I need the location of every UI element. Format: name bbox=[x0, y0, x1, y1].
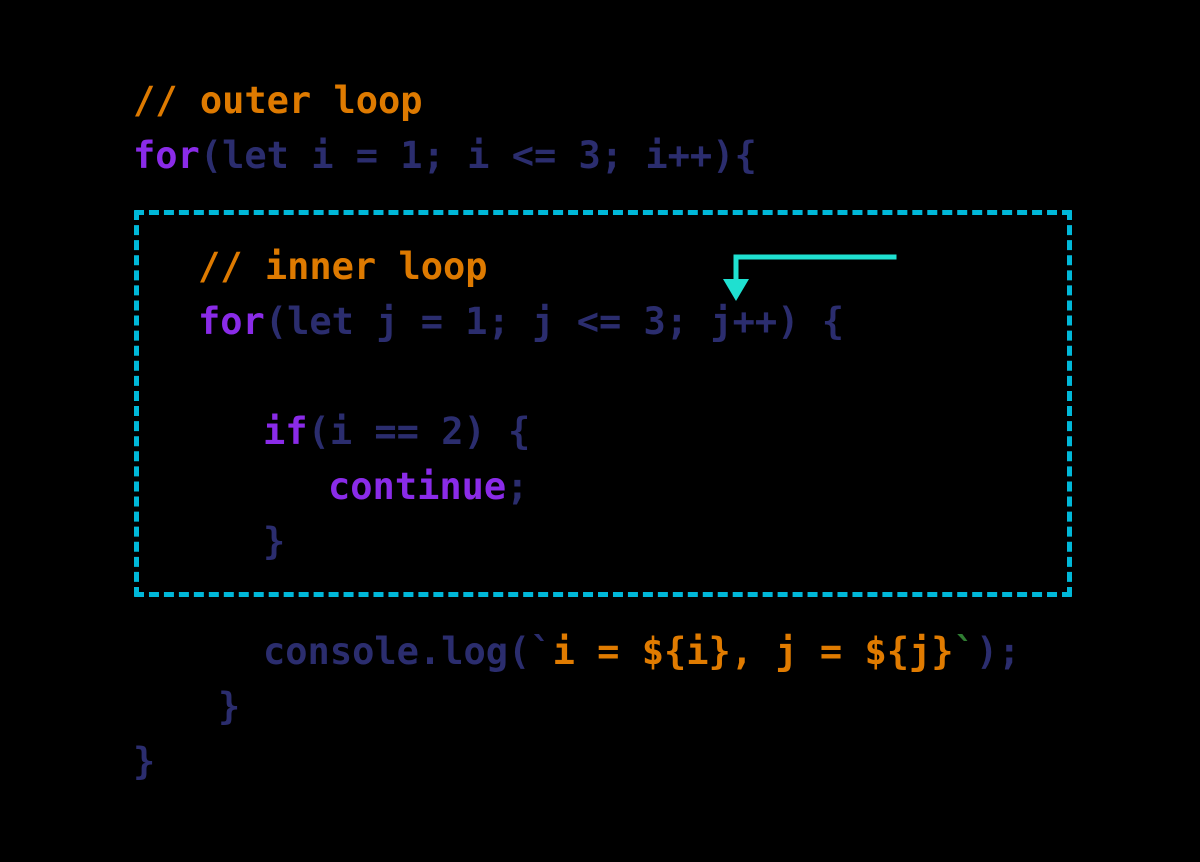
arrowhead-icon bbox=[723, 279, 749, 301]
token-close-brace: } bbox=[218, 685, 241, 728]
token-keyword-if: if bbox=[263, 410, 308, 453]
token-if-condition: (i == 2) { bbox=[307, 410, 531, 453]
token-comment: // outer loop bbox=[133, 79, 423, 122]
code-line-if: if(i == 2) { bbox=[263, 413, 530, 450]
token-console-log-tail: ); bbox=[975, 630, 1021, 673]
token-closing-backtick: ` bbox=[953, 630, 976, 673]
token-close-brace: } bbox=[133, 740, 156, 783]
token-inner-for-header: (let j = 1; j <= 3; j++) { bbox=[264, 300, 845, 343]
token-template-literal: i = ${i}, j = ${j} bbox=[552, 630, 954, 673]
code-line-if-close-brace: } bbox=[263, 523, 285, 560]
token-keyword-continue: continue bbox=[328, 465, 507, 508]
token-keyword-for: for bbox=[133, 134, 200, 177]
token-outer-for-header: (let i = 1; i <= 3; i++){ bbox=[199, 134, 757, 177]
token-semicolon: ; bbox=[506, 465, 529, 508]
token-comment: // inner loop bbox=[198, 245, 488, 288]
code-line-outer-comment: // outer loop bbox=[133, 82, 423, 119]
token-console-log-head: console.log(` bbox=[263, 630, 553, 673]
code-line-inner-for: for(let j = 1; j <= 3; j++) { bbox=[198, 303, 844, 340]
token-close-brace: } bbox=[263, 520, 286, 563]
code-line-console-log: console.log(`i = ${i}, j = ${j}`); bbox=[263, 633, 1020, 670]
token-keyword-for: for bbox=[198, 300, 265, 343]
code-line-continue: continue; bbox=[328, 468, 529, 505]
code-line-inner-close-brace: } bbox=[218, 688, 240, 725]
code-line-outer-for: for(let i = 1; i <= 3; i++){ bbox=[133, 137, 757, 174]
code-line-outer-close-brace: } bbox=[133, 743, 155, 780]
continue-flow-arrow bbox=[532, 254, 897, 487]
code-line-inner-comment: // inner loop bbox=[198, 248, 488, 285]
